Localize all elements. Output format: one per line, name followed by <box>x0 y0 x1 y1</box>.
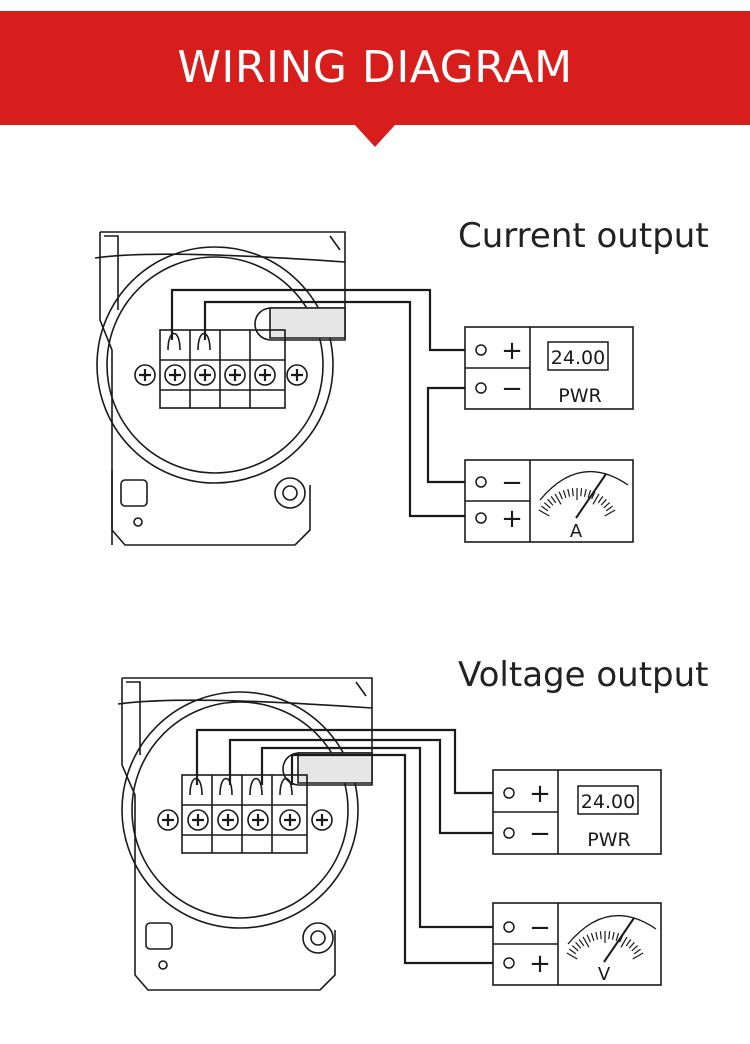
ammeter: − + A <box>464 459 634 543</box>
scale-tick <box>605 505 613 512</box>
scale-tick <box>604 509 616 517</box>
page-title: WIRING DIAGRAM <box>177 42 573 93</box>
terminal-screws-current <box>134 364 308 386</box>
scale-tick <box>558 491 563 500</box>
banner-pointer <box>355 125 395 147</box>
current-wires <box>170 288 470 518</box>
scale-tick <box>592 493 600 505</box>
scale-tick <box>611 931 615 940</box>
scale-tick <box>633 948 641 955</box>
meter-plus-label: + <box>501 504 523 534</box>
scale-tick <box>615 932 620 941</box>
meter-minus-label: − <box>529 913 551 943</box>
transmitter-housing-voltage <box>117 677 373 991</box>
scale-tick <box>547 498 554 506</box>
section-title-voltage: Voltage output <box>458 655 709 695</box>
voltage-wires <box>195 728 500 965</box>
meter-plus-label: + <box>529 949 551 979</box>
psu-display: 24.00 <box>581 791 635 813</box>
scale-tick <box>625 939 632 947</box>
psu-label: PWR <box>587 829 630 851</box>
meter-unit: V <box>598 964 611 985</box>
psu-plus-label: + <box>529 779 551 809</box>
psu-label: PWR <box>558 385 601 407</box>
scale-tick <box>550 496 557 504</box>
scale-tick <box>562 489 567 498</box>
psu-minus-label: − <box>501 374 523 404</box>
scale-tick <box>569 948 577 955</box>
scale-tick <box>538 509 550 517</box>
scale-tick <box>586 934 591 943</box>
scale-tick <box>631 945 639 952</box>
scale-tick <box>608 931 611 940</box>
psu-plus-label: + <box>501 336 523 366</box>
scale-tick <box>599 931 602 940</box>
psu-display: 24.00 <box>551 347 605 369</box>
meter-unit: A <box>570 521 583 542</box>
voltage-output-diagram: + − 24.00 PWR − + V <box>117 677 662 991</box>
scale-tick <box>600 498 607 506</box>
section-title-current: Current output <box>458 216 709 256</box>
scale-tick <box>590 932 595 941</box>
psu-minus-label: − <box>529 819 551 849</box>
scale-tick <box>575 941 582 949</box>
transmitter-housing-current <box>94 231 346 546</box>
scale-tick <box>591 491 596 500</box>
header-banner: WIRING DIAGRAM <box>0 11 750 125</box>
power-supply-current: + − 24.00 PWR <box>464 326 634 410</box>
current-output-diagram: + − 24.00 PWR − + A <box>94 231 634 546</box>
terminal-block-voltage <box>181 774 308 854</box>
scale-tick <box>571 488 574 497</box>
scale-tick <box>543 502 551 509</box>
terminal-screws-voltage <box>157 809 333 831</box>
scale-tick <box>580 488 583 497</box>
scale-tick <box>567 488 571 497</box>
scale-tick <box>541 505 549 512</box>
voltmeter: − + V <box>492 902 662 986</box>
scale-tick <box>595 931 599 940</box>
scale-tick <box>554 493 562 505</box>
scale-tick <box>632 952 644 960</box>
voltmeter-scale <box>566 931 644 960</box>
scale-tick <box>571 945 579 952</box>
scale-tick <box>603 502 611 509</box>
scale-tick <box>578 939 585 947</box>
terminal-block-current <box>159 329 286 409</box>
ammeter-scale <box>538 488 616 517</box>
scale-tick <box>566 952 578 960</box>
meter-minus-label: − <box>501 468 523 498</box>
scale-tick <box>628 941 635 949</box>
scale-tick <box>597 496 604 504</box>
scale-tick <box>620 936 628 948</box>
scale-tick <box>582 936 590 948</box>
scale-tick <box>583 488 587 497</box>
power-supply-voltage: + − 24.00 PWR <box>492 769 662 855</box>
scale-tick <box>587 489 592 498</box>
